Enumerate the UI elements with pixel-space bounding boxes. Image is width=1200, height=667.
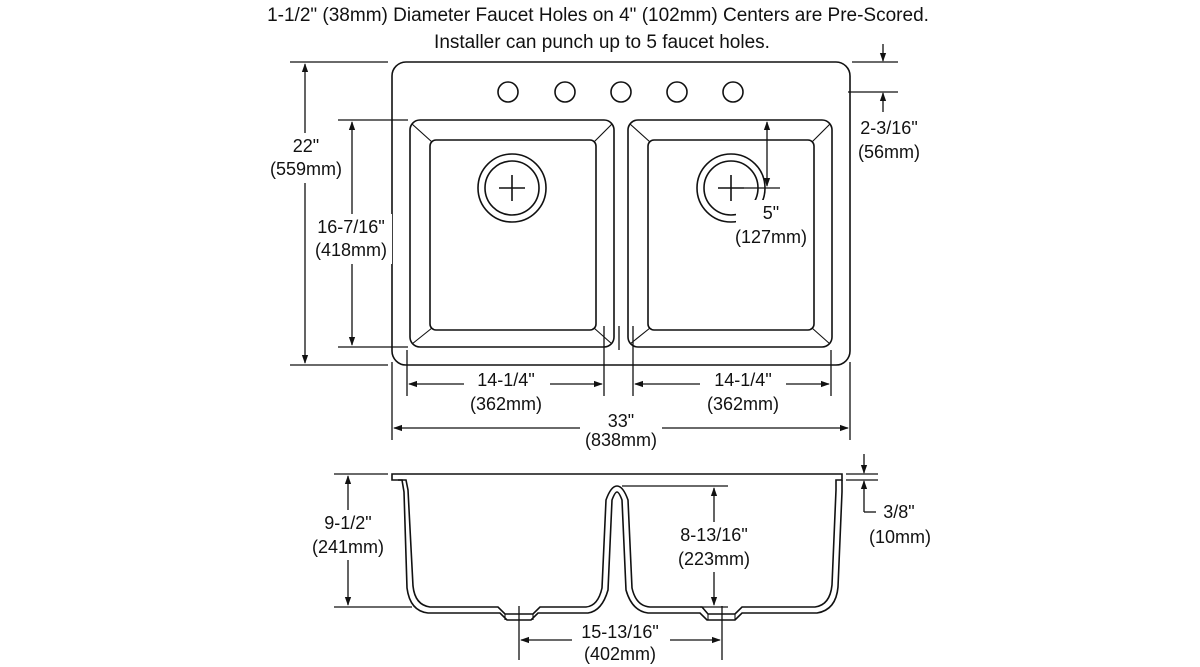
dim-drain-spacing: 15-13/16" (402mm): [518, 606, 723, 666]
plan-view: 22" (559mm) 16-7/16" (418mm) 2-3/16" (56…: [268, 44, 920, 450]
faucet-hole: [554, 81, 576, 103]
dim-overall-depth: 22" (559mm): [268, 61, 388, 366]
sink-outline: [391, 61, 851, 366]
dim-label-metric: (56mm): [858, 142, 920, 162]
dim-label-metric: (559mm): [270, 159, 342, 179]
left-bowl: [409, 119, 615, 348]
right-bowl: [627, 119, 833, 348]
dim-label-imperial: 22": [293, 136, 319, 156]
dim-label-imperial: 2-3/16": [860, 118, 917, 138]
faucet-hole: [666, 81, 688, 103]
left-drain: [477, 153, 547, 223]
faucet-hole: [722, 81, 744, 103]
dim-label-imperial: 33": [608, 411, 634, 431]
faucet-holes: [497, 81, 744, 103]
dim-label-imperial: 14-1/4": [714, 370, 771, 390]
dim-label-metric: (402mm): [584, 644, 656, 664]
dim-label-metric: (838mm): [585, 430, 657, 450]
dim-label-metric: (223mm): [678, 549, 750, 569]
dim-label-metric: (127mm): [735, 227, 807, 247]
faucet-hole: [497, 81, 519, 103]
sink-profile: [391, 473, 843, 615]
dim-rim-thickness: 3/8" (10mm): [846, 454, 931, 547]
faucet-hole: [610, 81, 632, 103]
dim-label-imperial: 14-1/4": [477, 370, 534, 390]
dim-label-metric: (362mm): [470, 394, 542, 414]
note-faucet-holes: 1-1/2" (38mm) Diameter Faucet Holes on 4…: [267, 5, 929, 26]
dim-label-imperial: 5": [763, 203, 779, 223]
note-punch-holes: Installer can punch up to 5 faucet holes…: [434, 32, 770, 53]
dim-label-metric: (241mm): [312, 537, 384, 557]
dim-label-metric: (418mm): [315, 240, 387, 260]
dim-label-metric: (362mm): [707, 394, 779, 414]
dim-section-bowl-depth: 9-1/2" (241mm): [308, 473, 412, 608]
dim-right-bowl-width: 14-1/4" (362mm): [634, 368, 830, 416]
section-view: 9-1/2" (241mm) 8-13/16" (223mm) 3/8" (10…: [308, 454, 931, 666]
dim-divider-depth: 8-13/16" (223mm): [622, 485, 762, 608]
dim-label-imperial: 15-13/16": [581, 622, 658, 642]
dim-left-bowl-width: 14-1/4" (362mm): [408, 368, 603, 416]
dim-label-metric: (10mm): [869, 527, 931, 547]
dim-label-imperial: 8-13/16": [680, 525, 747, 545]
dim-overall-width: 33" (838mm): [393, 410, 849, 450]
dim-label-imperial: 9-1/2": [324, 513, 371, 533]
dim-label-imperial: 16-7/16": [317, 217, 384, 237]
dim-bowl-depth: 16-7/16" (418mm): [310, 119, 408, 348]
dim-faucet-setback: 2-3/16" (56mm): [848, 44, 920, 162]
dim-label-imperial: 3/8": [883, 502, 914, 522]
dim-drain-offset: 5" (127mm): [735, 121, 808, 248]
